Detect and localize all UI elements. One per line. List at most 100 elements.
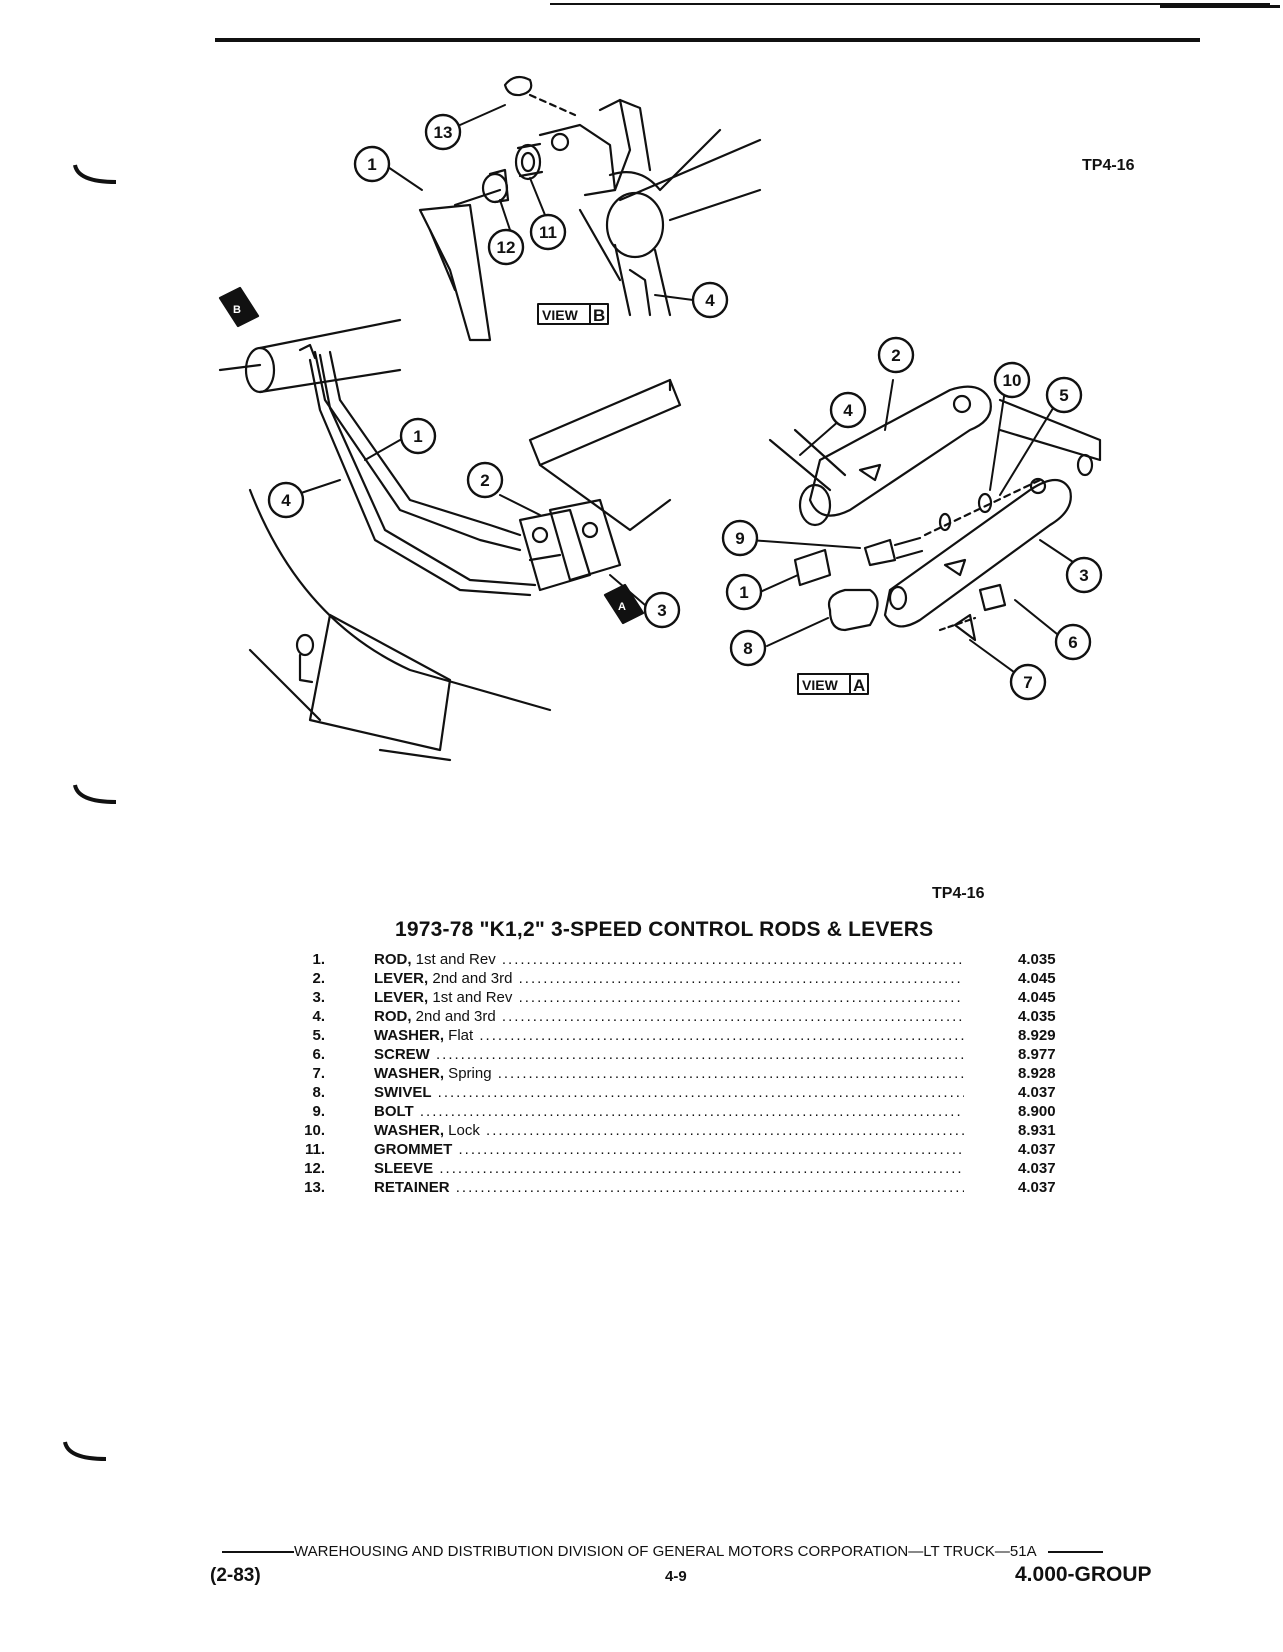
parts-list-row: 4. ROD, 2nd and 3rd .....................… [285,1007,1075,1026]
part-description: BOLT ...................................… [374,1102,964,1121]
part-number: 4. [312,1008,325,1025]
figure-ref-code: TP4-16 [1082,157,1135,174]
view-a-letter: A [853,676,865,695]
part-description: WASHER, Flat ...........................… [374,1026,964,1045]
part-name: ROD, [374,1008,412,1025]
callout-9: 9 [721,519,759,557]
part-qualifier: Lock [444,1122,480,1139]
svg-text:9: 9 [735,529,744,548]
callout-12: 12 [487,228,525,266]
footer-rule-right [1047,1551,1103,1554]
part-group-number: 8.900 [1018,1103,1056,1120]
part-qualifier: 2nd and 3rd [411,1008,496,1025]
part-group-number: 4.037 [1018,1179,1056,1196]
leader-dots: ........................................… [518,970,964,987]
svg-text:4: 4 [843,401,853,420]
footer-group: 4.000-GROUP [1015,1563,1152,1586]
binder-mark [73,784,117,804]
leader-dots: ........................................… [501,1008,964,1025]
svg-text:10: 10 [1003,371,1022,390]
part-description: ROD, 2nd and 3rd .......................… [374,1007,964,1026]
svg-text:12: 12 [497,238,516,257]
part-group-number: 8.928 [1018,1065,1056,1082]
svg-text:2: 2 [891,346,900,365]
view-marker-a [603,583,645,625]
view-b-label: VIEW [542,307,579,323]
svg-text:1: 1 [739,583,748,602]
view-a-drawing [768,385,1102,642]
leader-dots: ........................................… [518,989,964,1006]
svg-text:13: 13 [434,123,453,142]
part-name: WASHER, [374,1027,445,1044]
part-group-number: 4.037 [1018,1084,1056,1101]
leader-dots: ........................................… [449,1179,964,1196]
part-group-number: 8.931 [1018,1122,1056,1139]
svg-text:6: 6 [1068,633,1077,652]
svg-text:8: 8 [743,639,752,658]
part-number: 13. [304,1179,325,1196]
svg-text:4: 4 [281,491,291,510]
exploded-view-illustration: 1 13 12 11 4 1 4 2 3 2 4 10 5 9 3 1 8 6 … [218,75,1103,762]
part-description: WASHER, Spring .........................… [374,1064,964,1083]
parts-list-row: 12.SLEEVE ..............................… [285,1159,1075,1178]
part-description: RETAINER ...............................… [374,1178,964,1197]
footer-publisher: WAREHOUSING AND DISTRIBUTION DIVISION OF… [222,1543,1162,1560]
callout-4-main: 4 [267,481,305,519]
part-number: 9. [312,1103,325,1120]
parts-ref-code: TP4-16 [932,885,985,902]
part-name: SLEEVE [374,1160,434,1177]
part-description: WASHER, Lock ...........................… [374,1121,964,1140]
part-group-number: 4.045 [1018,970,1056,987]
parts-list: 1.ROD, 1st and Rev .....................… [285,950,1075,1197]
part-description: ROD, 1st and Rev .......................… [374,950,964,969]
view-a-label: VIEW [802,677,839,693]
part-description: SCREW ..................................… [374,1045,964,1064]
callout-8: 8 [729,629,767,667]
callout-2-view-a: 2 [877,336,915,374]
parts-list-row: 7.WASHER, Spring .......................… [285,1064,1075,1083]
part-name: RETAINER [374,1179,450,1196]
binder-mark [63,1441,107,1461]
parts-list-row: 13. RETAINER ............................… [285,1178,1075,1197]
leader-dots: ........................................… [452,1141,964,1158]
leader-dots: ........................................… [501,951,964,968]
part-name: SWIVEL [374,1084,432,1101]
callout-4-view-b: 4 [691,281,729,319]
part-number: 12. [304,1160,325,1177]
parts-list-row: 1.ROD, 1st and Rev .....................… [285,950,1075,969]
part-name: SCREW [374,1046,430,1063]
footer-publisher-text: WAREHOUSING AND DISTRIBUTION DIVISION OF… [294,1543,1036,1560]
leader-dots: ........................................… [413,1103,964,1120]
part-name: WASHER, [374,1122,445,1139]
view-marker-b-letter: B [233,304,241,316]
parts-list-row: 10.WASHER, Lock ........................… [285,1121,1075,1140]
part-number: 8. [312,1084,325,1101]
parts-list-row: 5. WASHER, Flat .........................… [285,1026,1075,1045]
part-name: BOLT [374,1103,414,1120]
svg-text:11: 11 [539,223,557,242]
part-number: 5. [312,1027,325,1044]
callout-1-view-b: 1 [353,145,391,183]
part-qualifier: 1st and Rev [411,951,496,968]
part-description: LEVER, 1st and Rev .....................… [374,988,964,1007]
parts-list-row: 9. BOLT .................................… [285,1102,1075,1121]
parts-list-row: 2.LEVER, 2nd and 3rd ...................… [285,969,1075,988]
callout-3-view-a: 3 [1065,556,1103,594]
part-name: LEVER, [374,970,429,987]
part-qualifier: Flat [444,1027,474,1044]
header-rule [215,38,1200,42]
leader-dots: ........................................… [479,1027,964,1044]
part-description: SWIVEL .................................… [374,1083,964,1102]
part-description: LEVER, 2nd and 3rd .....................… [374,969,964,988]
callout-6: 6 [1054,623,1092,661]
view-marker-a-letter: A [618,601,626,613]
part-qualifier: 1st and Rev [428,989,513,1006]
part-group-number: 8.929 [1018,1027,1056,1044]
view-b-letter: B [593,306,605,325]
svg-text:3: 3 [657,601,666,620]
part-name: WASHER, [374,1065,445,1082]
part-group-number: 4.035 [1018,1008,1056,1025]
callout-7: 7 [1009,663,1047,701]
parts-list-row: 6.SCREW ................................… [285,1045,1075,1064]
svg-text:4: 4 [705,291,715,310]
